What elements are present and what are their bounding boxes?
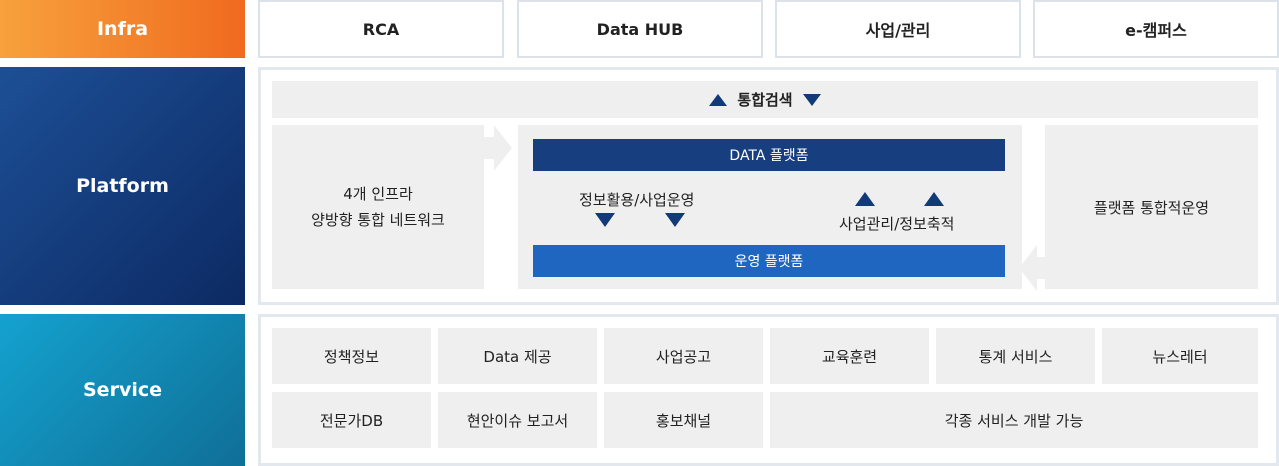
service-statistics: 통계 서비스 [936,328,1095,384]
infra-network-line1: 4개 인프라 [343,185,413,203]
infra-item-rca: RCA [258,0,504,58]
service-pr-channel: 홍보채널 [604,392,763,448]
flow-down-label: 정보활용/사업운영 [579,191,695,209]
infra-network-line2: 양방향 통합 네트워크 [311,211,445,229]
service-newsletter: 뉴스레터 [1102,328,1258,384]
triangle-down-icon [665,213,685,227]
infra-item-ecampus: e-캠퍼스 [1033,0,1279,58]
service-policy-info: 정책정보 [272,328,431,384]
data-platform-bar: DATA 플랫폼 [533,139,1005,171]
infra-item-business: 사업/관리 [775,0,1021,58]
infra-network-panel: 4개 인프라 양방향 통합 네트워크 [272,125,484,289]
service-extensible: 각종 서비스 개발 가능 [770,392,1258,448]
arrow-left-icon [1019,245,1047,291]
service-row-label: Service [0,314,245,466]
infra-row-label: Infra [0,0,245,58]
triangle-down-icon [595,213,615,227]
integrated-search-label: 통합검색 [737,91,793,109]
ops-platform-bar: 운영 플랫폼 [533,245,1005,277]
infra-item-data-hub: Data HUB [517,0,763,58]
service-expert-db: 전문가DB [272,392,431,448]
triangle-up-icon [709,93,728,106]
triangle-down-icon [802,93,821,106]
flow-up-label: 사업관리/정보축적 [839,215,955,233]
service-education-training: 교육훈련 [770,328,929,384]
platform-integrated-ops-panel: 플랫폼 통합적운영 [1045,125,1258,289]
arrow-right-icon [484,125,512,171]
integrated-search-bar: 통합검색 [272,81,1258,118]
service-data-provision: Data 제공 [438,328,597,384]
service-business-notice: 사업공고 [604,328,763,384]
triangle-up-icon [924,192,944,206]
service-issue-report: 현안이슈 보고서 [438,392,597,448]
platform-row-label: Platform [0,67,245,305]
triangle-up-icon [855,192,875,206]
